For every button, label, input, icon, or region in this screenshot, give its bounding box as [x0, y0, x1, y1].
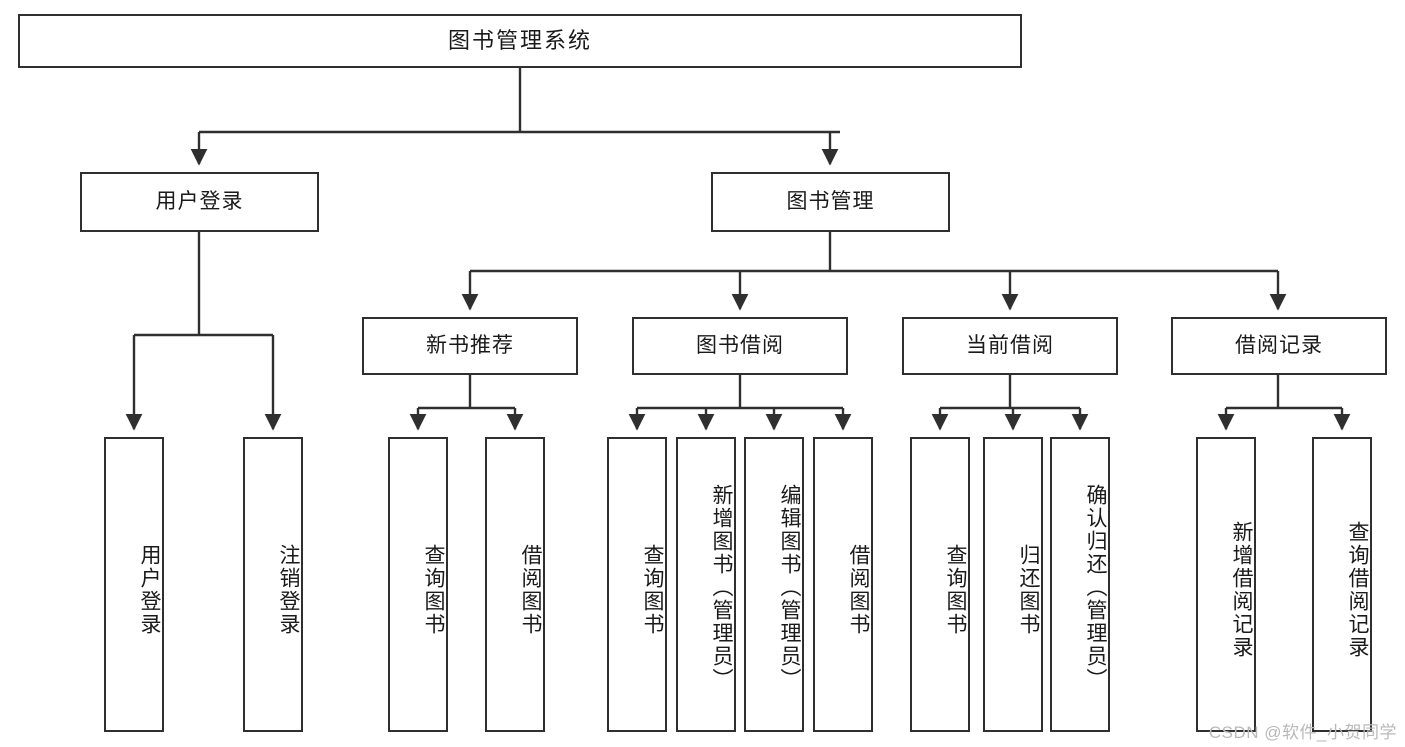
node-book-borrow[interactable]: 图书借阅 — [632, 317, 848, 375]
node-new-book-recommend[interactable]: 新书推荐 — [362, 317, 578, 375]
node-borrow-record[interactable]: 借阅记录 — [1171, 317, 1387, 375]
csdn-watermark: CSDN @软件_小贺同学 — [1208, 723, 1397, 742]
leaf-return-book[interactable]: 归还图书 — [983, 437, 1043, 732]
leaf-add-borrow-record[interactable]: 新增借阅记录 — [1196, 437, 1256, 732]
leaf-add-book-admin[interactable]: 新增图书（管理员） — [676, 437, 736, 732]
node-root[interactable]: 图书管理系统 — [18, 14, 1022, 68]
node-current-borrow[interactable]: 当前借阅 — [902, 317, 1118, 375]
leaf-edit-book-admin[interactable]: 编辑图书（管理员） — [744, 437, 804, 732]
leaf-user-login[interactable]: 用户登录 — [104, 437, 164, 732]
leaf-query-book-borrow[interactable]: 查询图书 — [607, 437, 667, 732]
leaf-query-borrow-record[interactable]: 查询借阅记录 — [1312, 437, 1372, 732]
leaf-confirm-return-admin[interactable]: 确认归还（管理员） — [1050, 437, 1110, 732]
leaf-borrow-book-new[interactable]: 借阅图书 — [485, 437, 545, 732]
node-user-login[interactable]: 用户登录 — [80, 172, 319, 232]
leaf-borrow-book[interactable]: 借阅图书 — [813, 437, 873, 732]
leaf-query-book-new[interactable]: 查询图书 — [388, 437, 448, 732]
leaf-logout[interactable]: 注销登录 — [243, 437, 303, 732]
node-book-management[interactable]: 图书管理 — [711, 172, 950, 232]
leaf-query-book-current[interactable]: 查询图书 — [910, 437, 970, 732]
